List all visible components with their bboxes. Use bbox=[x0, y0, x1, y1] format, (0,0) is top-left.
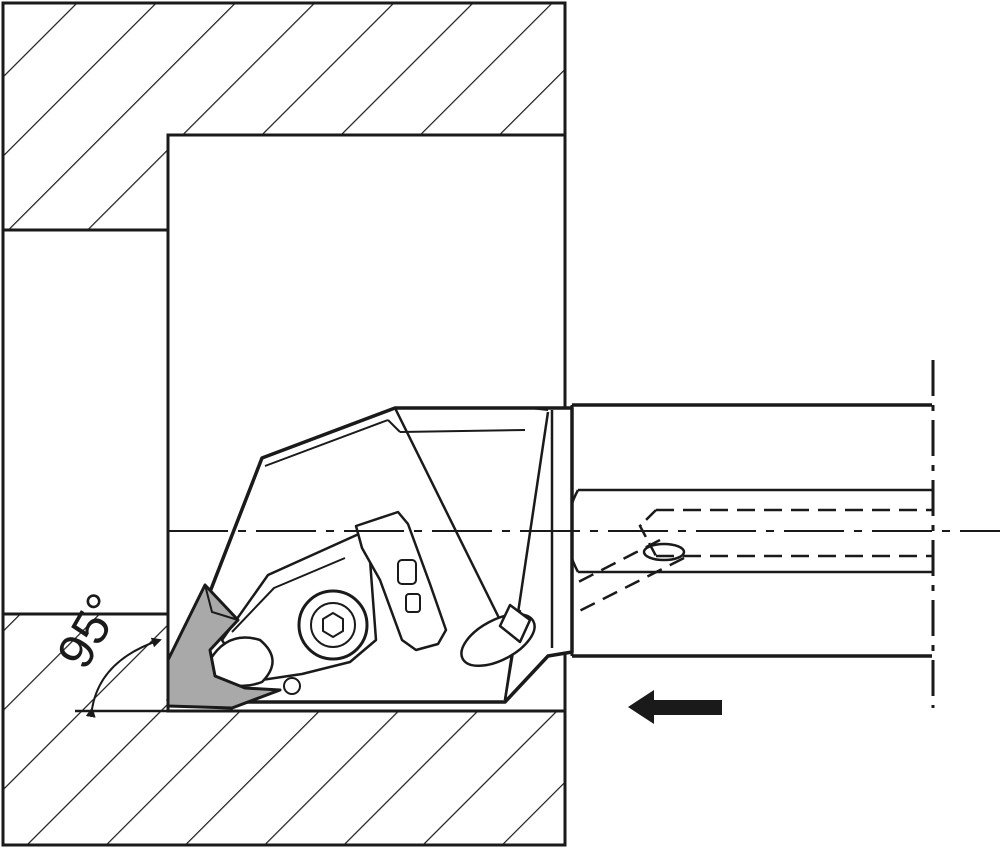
coolant-channel-lower bbox=[529, 556, 685, 638]
workpiece-bore-left bbox=[1, 228, 170, 616]
feed-direction-arrow bbox=[628, 690, 722, 724]
cutting-insert bbox=[166, 583, 282, 710]
tool-shank bbox=[519, 360, 935, 708]
angle-dimension bbox=[75, 637, 168, 718]
tool-head bbox=[166, 406, 574, 704]
hex-socket bbox=[322, 612, 344, 638]
